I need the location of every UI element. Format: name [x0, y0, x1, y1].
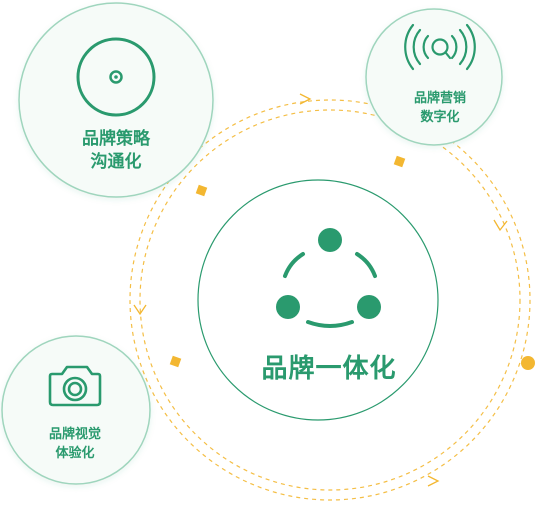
strategy-label-line: 沟通化 — [90, 152, 142, 172]
broadcast-signal-icon — [404, 23, 476, 71]
center-title: 品牌一体化 — [261, 354, 397, 384]
marketing-node-circle — [365, 8, 503, 146]
visual-label-line: 品牌视觉 — [48, 427, 102, 442]
outer-orbit — [129, 99, 531, 501]
marketing-node-label: 品牌营销 数字化 — [414, 89, 466, 127]
strategy-node-circle — [18, 2, 214, 198]
visual-node-circle — [1, 335, 151, 485]
camera-icon — [48, 365, 102, 407]
strategy-node-label: 品牌策略 沟通化 — [82, 128, 150, 174]
orbit-arrow-right — [493, 219, 508, 232]
center-circle — [197, 179, 439, 421]
inner-orbit — [139, 109, 521, 491]
disc-icon — [76, 37, 156, 117]
visual-node-label: 品牌视觉 体验化 — [49, 425, 101, 463]
strategy-label-line: 品牌策略 — [82, 129, 150, 149]
share-network-icon — [276, 228, 381, 328]
marketing-label-line: 数字化 — [420, 110, 460, 125]
visual-label-line: 体验化 — [55, 446, 95, 461]
marketing-label-line: 品牌营销 — [413, 91, 467, 106]
orbit-dot — [521, 356, 535, 370]
orbit-marker — [393, 155, 406, 168]
orbit-arrow-top — [299, 93, 312, 105]
orbit-arrow-bottom — [427, 475, 440, 487]
orbit-marker — [195, 184, 208, 197]
orbit-marker — [169, 355, 182, 368]
orbit-arrow-left — [133, 304, 147, 316]
